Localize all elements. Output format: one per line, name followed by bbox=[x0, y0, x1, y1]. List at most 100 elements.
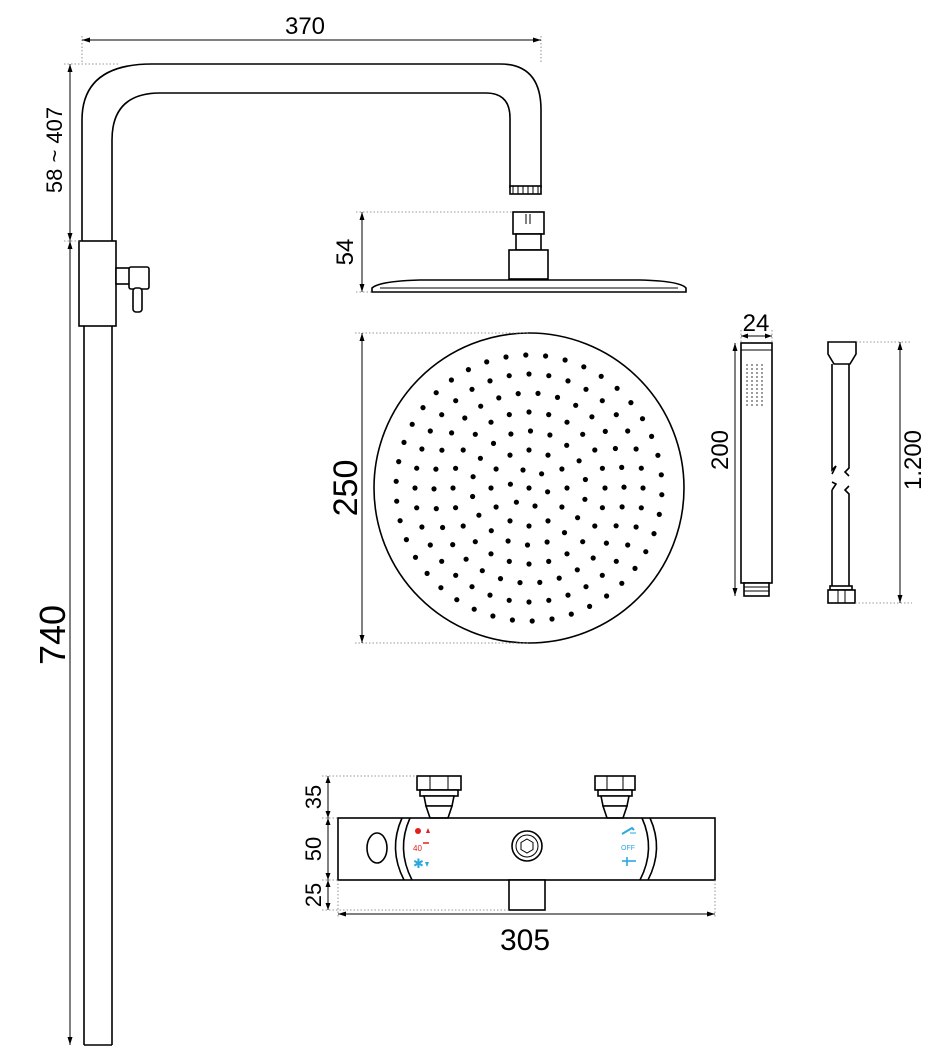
nozzle-dot bbox=[460, 447, 466, 453]
hand-nozzle-dot bbox=[756, 404, 758, 406]
hand-shower-nozzles bbox=[746, 364, 763, 406]
nozzle-dot bbox=[546, 597, 552, 603]
nozzle-dot bbox=[625, 428, 631, 434]
dim-label-740: 740 bbox=[32, 605, 73, 665]
nozzle-dot bbox=[469, 386, 475, 392]
nozzle-dot bbox=[419, 446, 425, 452]
nozzle-dot bbox=[546, 412, 552, 418]
nozzle-dot bbox=[508, 431, 514, 437]
thermostatic-valve: 40 ✱ OFF bbox=[337, 775, 716, 911]
nozzle-dot bbox=[643, 549, 649, 555]
hand-nozzle-dot bbox=[761, 392, 763, 394]
hand-nozzle-dot bbox=[746, 404, 748, 406]
nozzle-dot bbox=[409, 421, 415, 427]
nozzle-dot bbox=[412, 554, 419, 560]
nozzle-dot bbox=[539, 471, 545, 477]
nozzle-dot bbox=[517, 580, 523, 586]
hand-nozzle-dot bbox=[751, 372, 753, 374]
nozzle-dot bbox=[583, 584, 589, 590]
nozzle-dot bbox=[526, 485, 532, 491]
cold-snowflake-icon: ✱ bbox=[413, 856, 424, 871]
nozzle-dot bbox=[526, 561, 532, 567]
nozzle-dot bbox=[655, 452, 661, 458]
hand-nozzle-dot bbox=[751, 396, 753, 398]
nozzle-dot bbox=[412, 485, 418, 491]
nozzle-dot bbox=[487, 378, 493, 384]
nozzle-dot bbox=[598, 373, 604, 379]
nozzle-dot bbox=[453, 465, 459, 471]
valve-temperature-knob-end bbox=[366, 832, 388, 864]
dimension-hand-length: 200 bbox=[707, 343, 738, 596]
nozzle-dot bbox=[469, 584, 475, 590]
nozzle-dot bbox=[453, 572, 459, 578]
hand-nozzle-dot bbox=[756, 400, 758, 402]
hand-nozzle-dot bbox=[751, 364, 753, 366]
nozzle-dot bbox=[649, 433, 655, 439]
hand-nozzle-dot bbox=[761, 404, 763, 406]
nozzle-dot bbox=[462, 415, 468, 421]
nozzle-dot bbox=[640, 485, 646, 491]
nozzle-dot bbox=[537, 579, 543, 586]
nozzle-dot bbox=[493, 466, 499, 472]
nozzle-dot bbox=[524, 542, 531, 548]
nozzle-dot bbox=[453, 505, 459, 511]
hand-nozzle-dot bbox=[746, 396, 748, 398]
nozzle-dot bbox=[484, 359, 490, 365]
dimension-hand-width: 24 bbox=[740, 310, 773, 343]
nozzle-dot bbox=[581, 364, 587, 370]
nozzle-dot bbox=[546, 373, 552, 379]
nozzle-dot bbox=[433, 390, 439, 396]
nozzle-dot bbox=[427, 542, 433, 548]
shower-head-side-view bbox=[371, 211, 687, 293]
nozzle-dot bbox=[564, 551, 570, 557]
hand-nozzle-dot bbox=[756, 364, 758, 366]
nozzle-dot bbox=[433, 466, 439, 472]
hand-nozzle-dot bbox=[761, 384, 763, 386]
nozzle-dot bbox=[526, 371, 532, 377]
nozzle-dot bbox=[549, 616, 555, 622]
nozzle-dot bbox=[503, 354, 509, 360]
hand-nozzle-dot bbox=[756, 396, 758, 398]
dimension-valve-heights: 35 50 25 bbox=[301, 775, 509, 911]
hand-nozzle-dot bbox=[746, 384, 748, 386]
nozzle-dot bbox=[589, 414, 595, 420]
hand-nozzle-dot bbox=[756, 388, 758, 390]
nozzle-dot bbox=[599, 572, 605, 578]
nozzle-dot bbox=[565, 592, 571, 598]
nozzle-dot bbox=[488, 419, 494, 425]
nozzle-dot bbox=[632, 565, 638, 572]
hand-nozzle-dot bbox=[761, 400, 763, 402]
nozzle-dot bbox=[529, 618, 535, 624]
nozzle-dot bbox=[394, 498, 400, 504]
nozzle-dot bbox=[477, 455, 483, 461]
nozzle-dot bbox=[450, 485, 456, 491]
nozzle-dot bbox=[509, 617, 515, 623]
nozzle-dot bbox=[490, 440, 497, 446]
nozzle-dot bbox=[414, 465, 420, 471]
nozzle-dot bbox=[449, 430, 455, 436]
hand-nozzle-dot bbox=[756, 380, 758, 382]
nozzle-dot bbox=[564, 419, 570, 425]
hand-nozzle-dot bbox=[746, 392, 748, 394]
nozzle-dot bbox=[440, 524, 446, 531]
valve-inlet-left bbox=[416, 775, 462, 819]
hand-nozzle-dot bbox=[756, 376, 758, 378]
hand-nozzle-dot bbox=[761, 364, 763, 366]
nozzle-dot bbox=[487, 592, 493, 598]
nozzle-dot bbox=[545, 518, 551, 524]
nozzle-dot bbox=[576, 458, 582, 464]
hand-nozzle-dot bbox=[756, 368, 758, 370]
dim-label-25: 25 bbox=[301, 883, 326, 907]
hand-nozzle-dot bbox=[751, 368, 753, 370]
nozzle-dot bbox=[393, 478, 399, 484]
hand-nozzle-dot bbox=[746, 376, 748, 378]
nozzle-dot bbox=[472, 539, 478, 545]
nozzle-dot bbox=[419, 524, 425, 530]
hand-nozzle-dot bbox=[746, 372, 748, 374]
nozzle-dot bbox=[472, 431, 478, 437]
nozzle-dot bbox=[547, 432, 553, 438]
nozzle-dot bbox=[397, 518, 403, 524]
nozzle-dot bbox=[613, 412, 619, 418]
nozzle-dot bbox=[506, 558, 512, 565]
